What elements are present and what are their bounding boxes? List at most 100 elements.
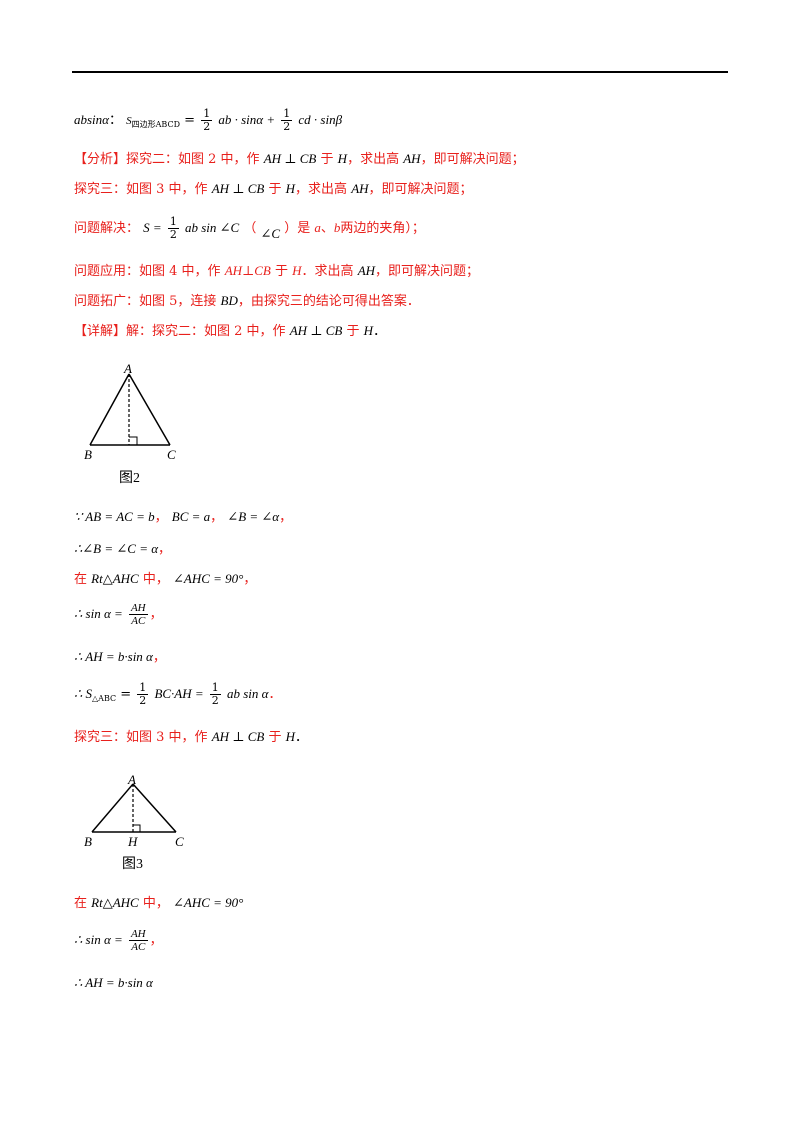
analysis-l4-h: H bbox=[292, 263, 302, 278]
proof2-p1-sep2: ， bbox=[210, 510, 224, 525]
intro-s-sub: 四边形ABCD bbox=[131, 120, 180, 129]
proof2-p1-sep3: ， bbox=[279, 510, 293, 525]
explore3-line: 探究三：如图 3 中，作 AH ⊥ CB 于 H． bbox=[74, 728, 308, 747]
intro-s: S bbox=[126, 115, 132, 127]
analysis-line-5: 问题拓广：如图 5，连接 BD，由探究三的结论可得出答案． bbox=[74, 292, 420, 311]
analysis-l3-den: 2 bbox=[169, 228, 177, 241]
proof2-p5-end: ， bbox=[152, 650, 166, 665]
fig3-side-ab bbox=[91, 783, 134, 833]
proof2-p6-eq: = bbox=[120, 687, 132, 702]
proof2-p6-n2: 1 bbox=[209, 681, 221, 695]
analysis-line-1: 【分析】探究二：如图 2 中，作 AH ⊥ CB 于 H，求出高 AH，即可解决… bbox=[74, 150, 525, 169]
fig3-label-a: A bbox=[127, 772, 136, 787]
analysis-l6-text2: 于 bbox=[346, 324, 360, 339]
proof2-p3-end: ， bbox=[243, 572, 257, 587]
fig2-side-ac bbox=[128, 373, 171, 446]
detail-bracket: 【详解】 bbox=[74, 324, 127, 339]
analysis-line-6: 【详解】解：探究二：如图 2 中，作 AH ⊥ CB 于 H． bbox=[74, 322, 386, 341]
explore3-h: H bbox=[285, 729, 296, 744]
proof2-p1-bc: BC = a bbox=[171, 509, 211, 524]
analysis-l6-h: H bbox=[363, 323, 374, 338]
proof2-p3-mid: 中， bbox=[142, 572, 169, 587]
analysis-l2-text: 探究三：如图 3 中，作 bbox=[74, 182, 208, 197]
proof3-p1-mid: 中， bbox=[142, 896, 169, 911]
analysis-l1-text2: 于 bbox=[320, 152, 334, 167]
proof2-line-3: 在 Rt△AHC 中， ∠AHC = 90°， bbox=[74, 570, 256, 589]
fig3-label-b: B bbox=[84, 834, 92, 849]
analysis-line-2: 探究三：如图 3 中，作 AH ⊥ CB 于 H，求出高 AH，即可解决问题； bbox=[74, 180, 473, 199]
proof3-p2-pre: ∴ sin α = bbox=[74, 932, 123, 947]
proof3-line-1: 在 Rt△AHC 中， ∠AHC = 90° bbox=[74, 894, 243, 913]
analysis-l5-bd: BD bbox=[220, 293, 238, 308]
proof2-p3-tri: Rt△AHC bbox=[91, 571, 139, 586]
fig2-label-c: C bbox=[167, 447, 176, 462]
explore3-text: 探究三：如图 3 中，作 bbox=[74, 730, 208, 745]
analysis-l3-paren: （ bbox=[243, 221, 257, 236]
proof2-p2: ∴∠B = ∠C = α bbox=[74, 541, 159, 556]
explore3-math: AH ⊥ CB bbox=[211, 729, 265, 744]
analysis-l4-math: AH⊥CB bbox=[224, 263, 271, 278]
proof3-p3: ∴ AH = b·sin α bbox=[74, 975, 153, 990]
analysis-l1-h: H bbox=[337, 151, 348, 166]
analysis-l1-text3: ，求出高 bbox=[347, 152, 400, 167]
fig2-side-ab bbox=[89, 373, 130, 446]
analysis-l2-h: H bbox=[285, 181, 296, 196]
proof2-p6-end: ． bbox=[268, 687, 282, 702]
intro-frac-1-num: 1 bbox=[201, 107, 213, 121]
proof2-p3-angle: ∠AHC = 90° bbox=[173, 571, 244, 586]
analysis-l2-text3: ，求出高 bbox=[295, 182, 348, 197]
intro-eq: = bbox=[184, 113, 196, 128]
fig3-right-angle bbox=[133, 824, 141, 832]
analysis-l5-text2: ，由探究三的结论可得出答案． bbox=[237, 294, 420, 309]
analysis-l5-text: 问题拓广：如图 5，连接 bbox=[74, 294, 217, 309]
proof3-line-3: ∴ AH = b·sin α bbox=[74, 974, 153, 993]
analysis-l6-math: AH ⊥ CB bbox=[289, 323, 343, 338]
proof2-p1-angle: ∠B = ∠α bbox=[227, 509, 280, 524]
header-rule bbox=[72, 71, 728, 73]
analysis-l3-a: a bbox=[314, 220, 321, 235]
fig3-label-c: C bbox=[175, 834, 184, 849]
proof2-p6-tail: ab sin α bbox=[226, 686, 269, 701]
analysis-l3-end: 两边的夹角）； bbox=[340, 221, 425, 236]
proof3-p2-den: AC bbox=[131, 941, 146, 953]
proof2-p1: ∵ AB = AC = b bbox=[74, 509, 155, 524]
explore3-text2: 于 bbox=[268, 730, 282, 745]
proof2-p6-pre: ∴ S bbox=[74, 686, 93, 701]
analysis-bracket: 【分析】 bbox=[74, 152, 127, 167]
fig2-right-angle bbox=[129, 436, 138, 445]
analysis-line-4: 问题应用：如图 4 中，作 AH⊥CB 于 H．求出高 AH，即可解决问题； bbox=[74, 262, 479, 281]
fig2-label-a: A bbox=[123, 361, 132, 376]
fig3-label-h: H bbox=[127, 834, 138, 849]
analysis-l3-angle: ∠C bbox=[260, 226, 281, 241]
proof2-p4-pre: ∴ sin α = bbox=[74, 606, 123, 621]
analysis-l6-text: 解：探究二：如图 2 中，作 bbox=[126, 324, 286, 339]
analysis-l4-text3: ．求出高 bbox=[301, 264, 354, 279]
fig2-label-b: B bbox=[84, 447, 92, 462]
analysis-l4-text4: ，即可解决问题； bbox=[375, 264, 480, 279]
analysis-l2-ah: AH bbox=[351, 181, 369, 196]
analysis-l3-text: 问题解决： bbox=[74, 221, 140, 236]
proof3-p1-in: 在 bbox=[74, 896, 88, 911]
analysis-l3-s: S = bbox=[143, 220, 162, 235]
proof3-p2-end: ， bbox=[149, 933, 163, 948]
proof2-p2-sep: ， bbox=[158, 542, 172, 557]
intro-frac-2-num: 1 bbox=[281, 107, 293, 121]
analysis-l3-paren-text: ）是 bbox=[284, 221, 311, 236]
fig2-caption: 图2 bbox=[119, 471, 140, 486]
intro-frac-2-den: 2 bbox=[283, 120, 291, 133]
proof3-p2-num: AH bbox=[128, 928, 148, 941]
figure-2: A B C 图2 bbox=[84, 361, 176, 486]
fig3-caption: 图3 bbox=[122, 857, 143, 872]
proof2-p1-sep1: ， bbox=[154, 510, 168, 525]
proof2-p4-end: ， bbox=[149, 607, 163, 622]
